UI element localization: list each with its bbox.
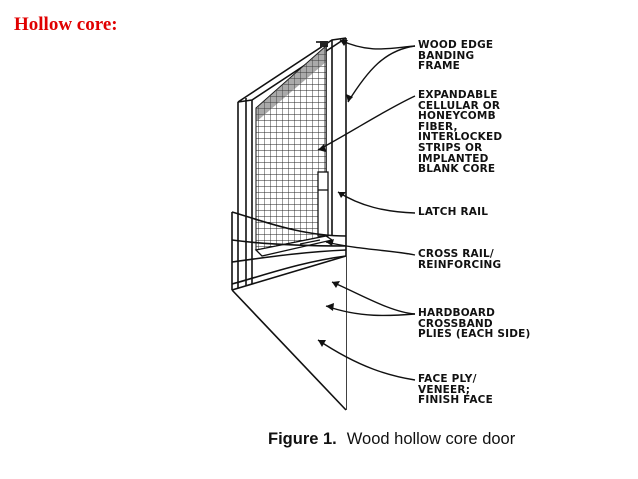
- figure-caption-text: Wood hollow core door: [346, 430, 516, 448]
- honeycomb-core: [255, 44, 327, 251]
- slide-title: Hollow core:: [14, 14, 118, 35]
- callout-cross-rail: CROSS RAIL/ REINFORCING: [418, 248, 502, 271]
- callout-wood-edge-banding-frame: WOOD EDGE BANDING FRAME: [418, 39, 494, 73]
- callout-face-ply: FACE PLY/ VENEER; FINISH FACE: [418, 373, 493, 407]
- figure-label: Figure 1.: [268, 430, 337, 448]
- callout-hardboard-crossband: HARDBOARD CROSSBAND PLIES (EACH SIDE): [418, 307, 531, 341]
- callout-latch-rail: LATCH RAIL: [418, 206, 489, 218]
- leader-lines: [317, 39, 416, 381]
- latch-rail-block: [317, 171, 329, 237]
- leader-arrowheads: [318, 40, 353, 347]
- door-face-plies: [231, 211, 347, 411]
- figure-caption: Figure 1. Wood hollow core door: [268, 430, 515, 449]
- callout-expandable-core: EXPANDABLE CELLULAR OR HONEYCOMB FIBER, …: [418, 89, 503, 176]
